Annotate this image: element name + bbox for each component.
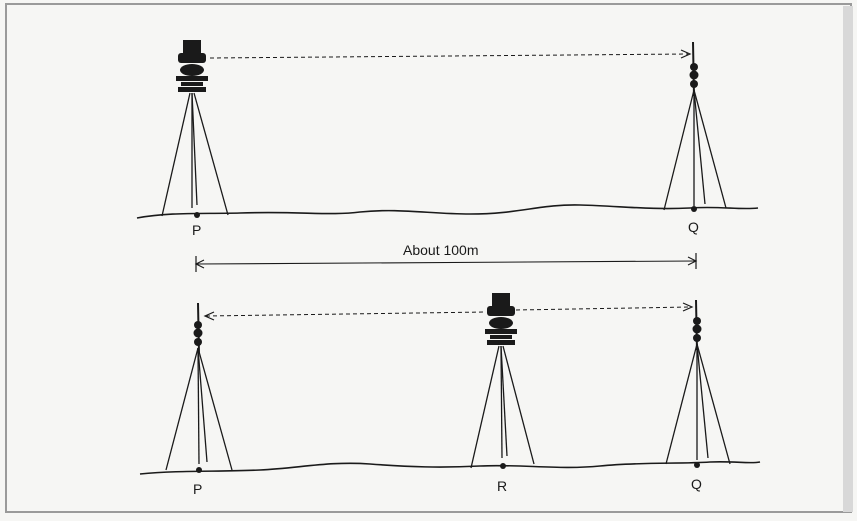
- leveling-staff-bottom-q: [692, 299, 702, 351]
- leveling-staff-top-q: [689, 41, 699, 97]
- bottom-label-q: Q: [691, 476, 702, 492]
- top-label-q: Q: [688, 219, 699, 235]
- tripod-bottom-r: [470, 345, 535, 469]
- top-ground-line: [136, 204, 759, 219]
- bottom-backsight-line: [205, 311, 487, 317]
- distance-label: About 100m: [403, 242, 479, 258]
- tripod-top-q: [663, 89, 727, 211]
- level-instrument-bottom: [485, 293, 517, 345]
- level-instrument-top: [176, 40, 208, 92]
- bottom-foresight-line: [515, 306, 691, 311]
- bottom-label-p: P: [193, 481, 202, 497]
- tripod-bottom-q: [665, 343, 731, 465]
- foresight-arrowhead: [682, 302, 694, 312]
- bottom-label-r: R: [497, 478, 507, 494]
- bottom-scene: P R: [139, 293, 761, 497]
- bottom-point-q-marker: [694, 462, 700, 468]
- top-sight-line: [209, 53, 689, 59]
- backsight-arrowhead: [203, 311, 215, 321]
- bottom-point-r-marker: [500, 463, 506, 469]
- top-label-p: P: [192, 222, 201, 238]
- distance-dimension: About 100m: [194, 242, 698, 272]
- bottom-point-p-marker: [196, 467, 202, 473]
- figure-frame: [5, 3, 852, 513]
- leveling-staff-bottom-p: [193, 302, 203, 355]
- top-point-p-marker: [194, 212, 200, 218]
- tripod-top-p: [161, 92, 229, 217]
- top-scene: P Q: [136, 40, 759, 238]
- top-point-q-marker: [691, 206, 697, 212]
- tripod-bottom-p: [165, 347, 233, 471]
- top-sight-arrowhead: [680, 49, 692, 59]
